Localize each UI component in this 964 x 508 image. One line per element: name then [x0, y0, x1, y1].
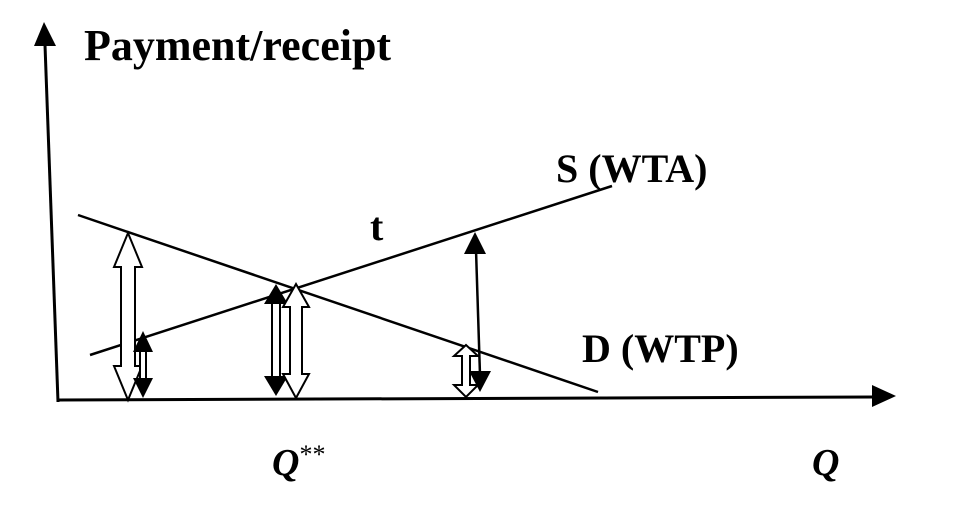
- y-axis-label: Payment/receipt: [84, 21, 391, 70]
- equilibrium-superscript: **: [299, 440, 325, 469]
- supply-label: S (WTA): [556, 146, 707, 191]
- x-axis-label: Q: [812, 442, 839, 484]
- y-axis: [43, 44, 60, 403]
- solid-double-arrow-left: [133, 331, 153, 398]
- solid-double-arrow-right: [464, 232, 491, 392]
- x-axis-arrowhead-icon: [872, 385, 896, 407]
- hollow-double-arrow-right: [451, 343, 481, 399]
- solid-double-arrow-equilibrium: [264, 284, 288, 396]
- x-axis: [57, 395, 876, 402]
- equilibrium-quantity-label: Q**: [272, 440, 325, 484]
- equilibrium-q: Q: [272, 442, 299, 484]
- hollow-double-arrow-equilibrium: [281, 281, 311, 401]
- y-axis-arrowhead-icon: [34, 22, 56, 46]
- demand-curve: [77, 213, 599, 394]
- hollow-double-arrow-left: [112, 230, 144, 403]
- tax-label: t: [370, 204, 384, 249]
- demand-label: D (WTP): [582, 326, 739, 371]
- supply-curve: [89, 184, 613, 357]
